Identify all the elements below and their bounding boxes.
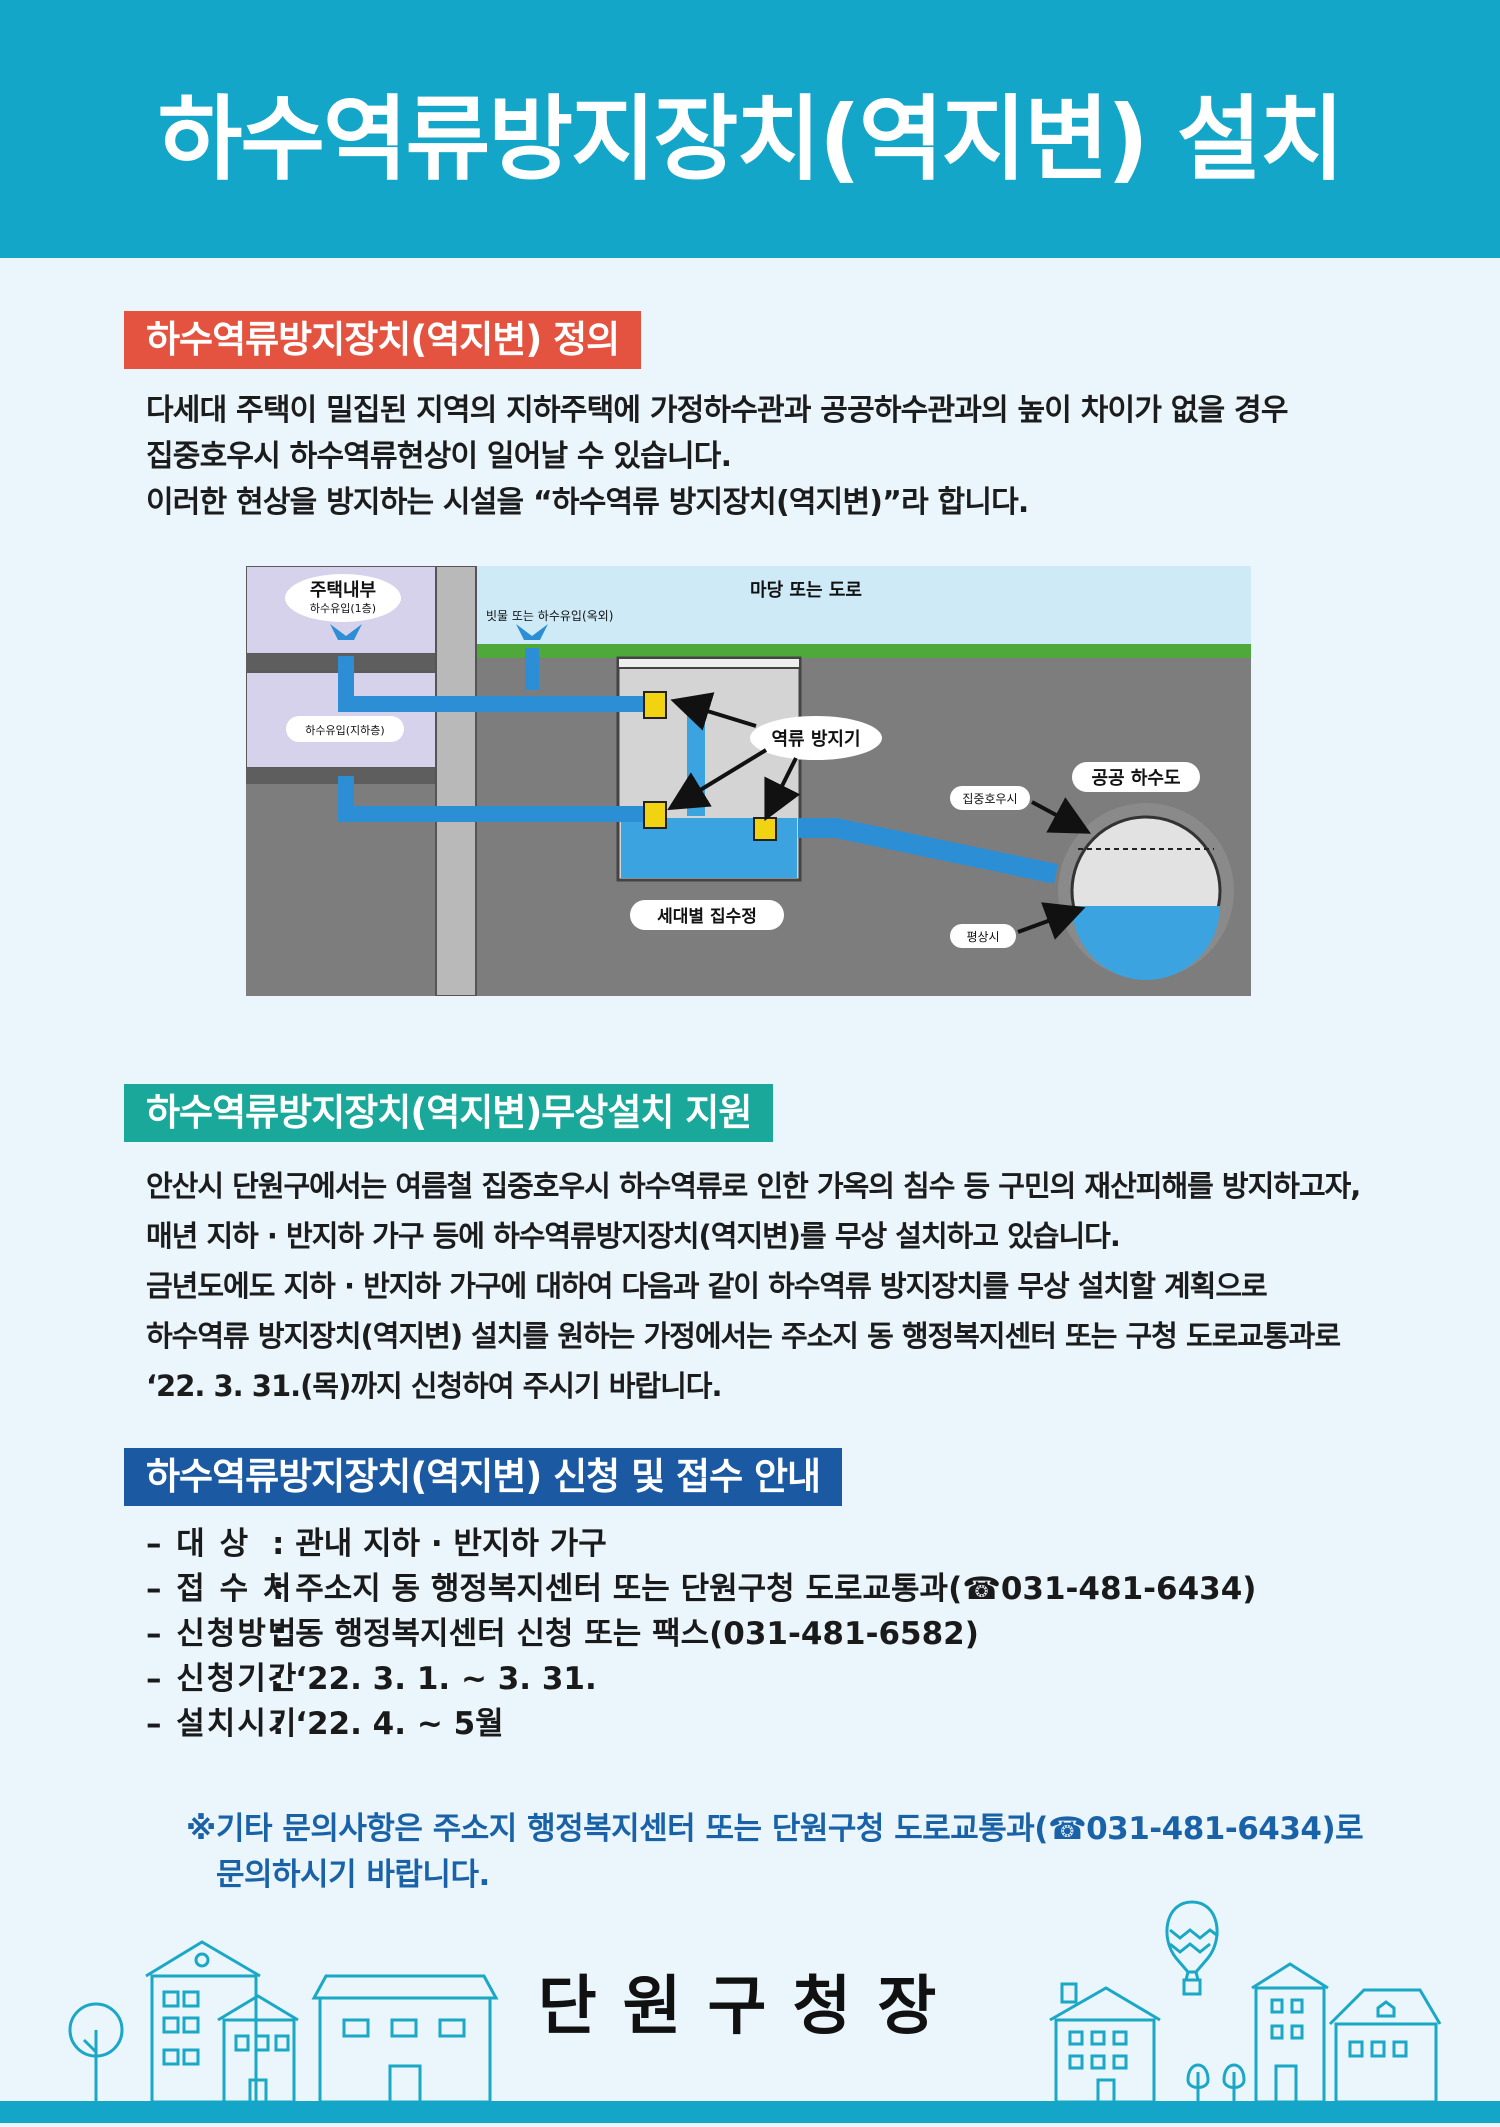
section-title-application: 하수역류방지장치(역지변) 신청 및 접수 안내 <box>124 1448 843 1506</box>
pipe-basement <box>338 776 646 822</box>
definition-line: 집중호우시 하수역류현상이 일어날 수 있습니다. <box>146 439 732 474</box>
info-value: : ‘22. 4. ~ 5월 <box>272 1706 504 1742</box>
building-wall <box>435 566 477 996</box>
arrow-to-middle-valve <box>667 748 768 811</box>
support-line: 하수역류 방지장치(역지변) 설치를 원하는 가정에서는 주소지 동 행정복지센… <box>146 1319 1341 1353</box>
support-paragraph: 안산시 단원구에서는 여름철 집중호우시 하수역류로 인한 가옥의 침수 등 구… <box>146 1161 1361 1411</box>
normal-label: 평상시 <box>966 930 999 944</box>
arrow-to-top-valve <box>670 692 757 731</box>
house-inside-bubble <box>285 574 401 622</box>
inlet-funnel-first <box>330 624 362 640</box>
household-tank-label: 세대별 집수정 <box>657 907 757 927</box>
pit-cover <box>617 657 801 669</box>
sky-area <box>476 566 1251 648</box>
info-value: : 주소지 동 행정복지센터 또는 단원구청 도로교통과(☎031-481-64… <box>272 1571 1257 1607</box>
info-row-receipt: – 접 수 처: 주소지 동 행정복지센터 또는 단원구청 도로교통과(☎031… <box>146 1567 1256 1612</box>
pipe-first-floor <box>338 656 646 712</box>
inlet-first-floor-label: 하수유입(1층) <box>310 601 376 615</box>
note-line: 문의하시기 바랍니다. <box>216 1857 490 1893</box>
arrow-to-bottom-valve <box>764 757 801 822</box>
heavy-rain-bubble <box>950 786 1030 810</box>
info-row-target: – 대 상 : 관내 지하 · 반지하 가구 <box>146 1522 1256 1567</box>
section-title-definition: 하수역류방지장치(역지변) 정의 <box>124 311 642 369</box>
inlet-basement-bubble <box>286 716 404 742</box>
section-title-support: 하수역류방지장치(역지변)무상설치 지원 <box>124 1084 774 1142</box>
backflow-preventer-label: 역류 방지기 <box>771 729 860 750</box>
info-row-install: – 설치시기: ‘22. 4. ~ 5월 <box>146 1702 1256 1747</box>
yard-road-label: 마당 또는 도로 <box>750 580 862 601</box>
support-line: ‘22. 3. 31.(목)까지 신청하여 주시기 바랍니다. <box>146 1369 722 1403</box>
definition-paragraph: 다세대 주택이 밀집된 지역의 지하주택에 가정하수관과 공공하수관과의 높이 … <box>146 388 1288 526</box>
rain-inlet-label: 빗물 또는 하수유입(옥외) <box>486 609 613 623</box>
info-label: – 대 상 <box>146 1526 251 1562</box>
info-row-period: – 신청기간: ‘22. 3. 1. ~ 3. 31. <box>146 1657 1256 1702</box>
heavy-rain-label: 집중호우시 <box>962 792 1017 806</box>
info-row-method: – 신청방법: 동 행정복지센터 신청 또는 팩스(031-481-6582) <box>146 1612 1256 1657</box>
info-value: : ‘22. 3. 1. ~ 3. 31. <box>272 1661 597 1697</box>
pipe-to-sewer <box>798 818 1059 884</box>
info-label: – 신청기간 <box>146 1661 299 1697</box>
support-line: 금년도에도 지하 · 반지하 가구에 대하여 다음과 같이 하수역류 방지장치를… <box>146 1269 1268 1303</box>
household-tank-bubble <box>630 900 784 930</box>
valve-top <box>643 691 667 719</box>
signature: 단원구청장 <box>537 1970 963 2044</box>
house-inside-label: 주택내부 <box>310 580 376 601</box>
inlet-basement-label: 하수유입(지하층) <box>305 723 384 737</box>
public-sewer-label: 공공 하수도 <box>1091 768 1180 789</box>
info-value: : 관내 지하 · 반지하 가구 <box>272 1526 607 1562</box>
note-mark: ※ <box>186 1811 216 1847</box>
application-info-list: – 대 상 : 관내 지하 · 반지하 가구 – 접 수 처: 주소지 동 행정복… <box>146 1522 1256 1747</box>
backflow-diagram: 주택내부 하수유입(1층) 하수유입(지하층) 빗물 또는 하수유입(옥외) 마… <box>246 566 1251 996</box>
footer-bar <box>0 2101 1500 2123</box>
valve-bottom <box>753 817 777 841</box>
inquiry-note: ※기타 문의사항은 주소지 행정복지센터 또는 단원구청 도로교통과(☎031-… <box>186 1806 1364 1898</box>
town-illustration <box>0 1880 1500 2123</box>
note-line: 기타 문의사항은 주소지 행정복지센터 또는 단원구청 도로교통과(☎031-4… <box>216 1811 1364 1847</box>
page-title: 하수역류방지장치(역지변) 설치 <box>157 86 1344 193</box>
definition-line: 이러한 현상을 방지하는 시설을 “하수역류 방지장치(역지변)”라 합니다. <box>146 485 1029 520</box>
sewer-water <box>1072 906 1220 980</box>
balloon-icon <box>1165 1900 1219 1996</box>
info-value: : 동 행정복지센터 신청 또는 팩스(031-481-6582) <box>272 1616 979 1652</box>
info-label: – 접 수 처 <box>146 1571 294 1607</box>
info-label: – 설치시기 <box>146 1706 299 1742</box>
normal-bubble <box>950 924 1016 948</box>
arrow-normal <box>1017 902 1086 940</box>
grass-strip <box>476 644 1251 658</box>
support-line: 안산시 단원구에서는 여름철 집중호우시 하수역류로 인한 가옥의 침수 등 구… <box>146 1169 1361 1203</box>
definition-line: 다세대 주택이 밀집된 지역의 지하주택에 가정하수관과 공공하수관과의 높이 … <box>146 393 1288 428</box>
valve-middle <box>643 801 667 829</box>
arrow-heavy-rain <box>1031 797 1092 834</box>
public-sewer-bubble <box>1072 762 1200 792</box>
info-label: – 신청방법 <box>146 1616 299 1652</box>
inlet-funnel-outdoor <box>516 624 548 640</box>
support-line: 매년 지하 · 반지하 가구 등에 하수역류방지장치(역지변)를 무상 설치하고… <box>146 1219 1121 1253</box>
backflow-preventer-bubble <box>750 716 882 760</box>
tree-icon <box>1222 2063 1246 2102</box>
tree-icon <box>1186 2063 1210 2102</box>
header-banner: 하수역류방지장치(역지변) 설치 <box>0 0 1500 258</box>
